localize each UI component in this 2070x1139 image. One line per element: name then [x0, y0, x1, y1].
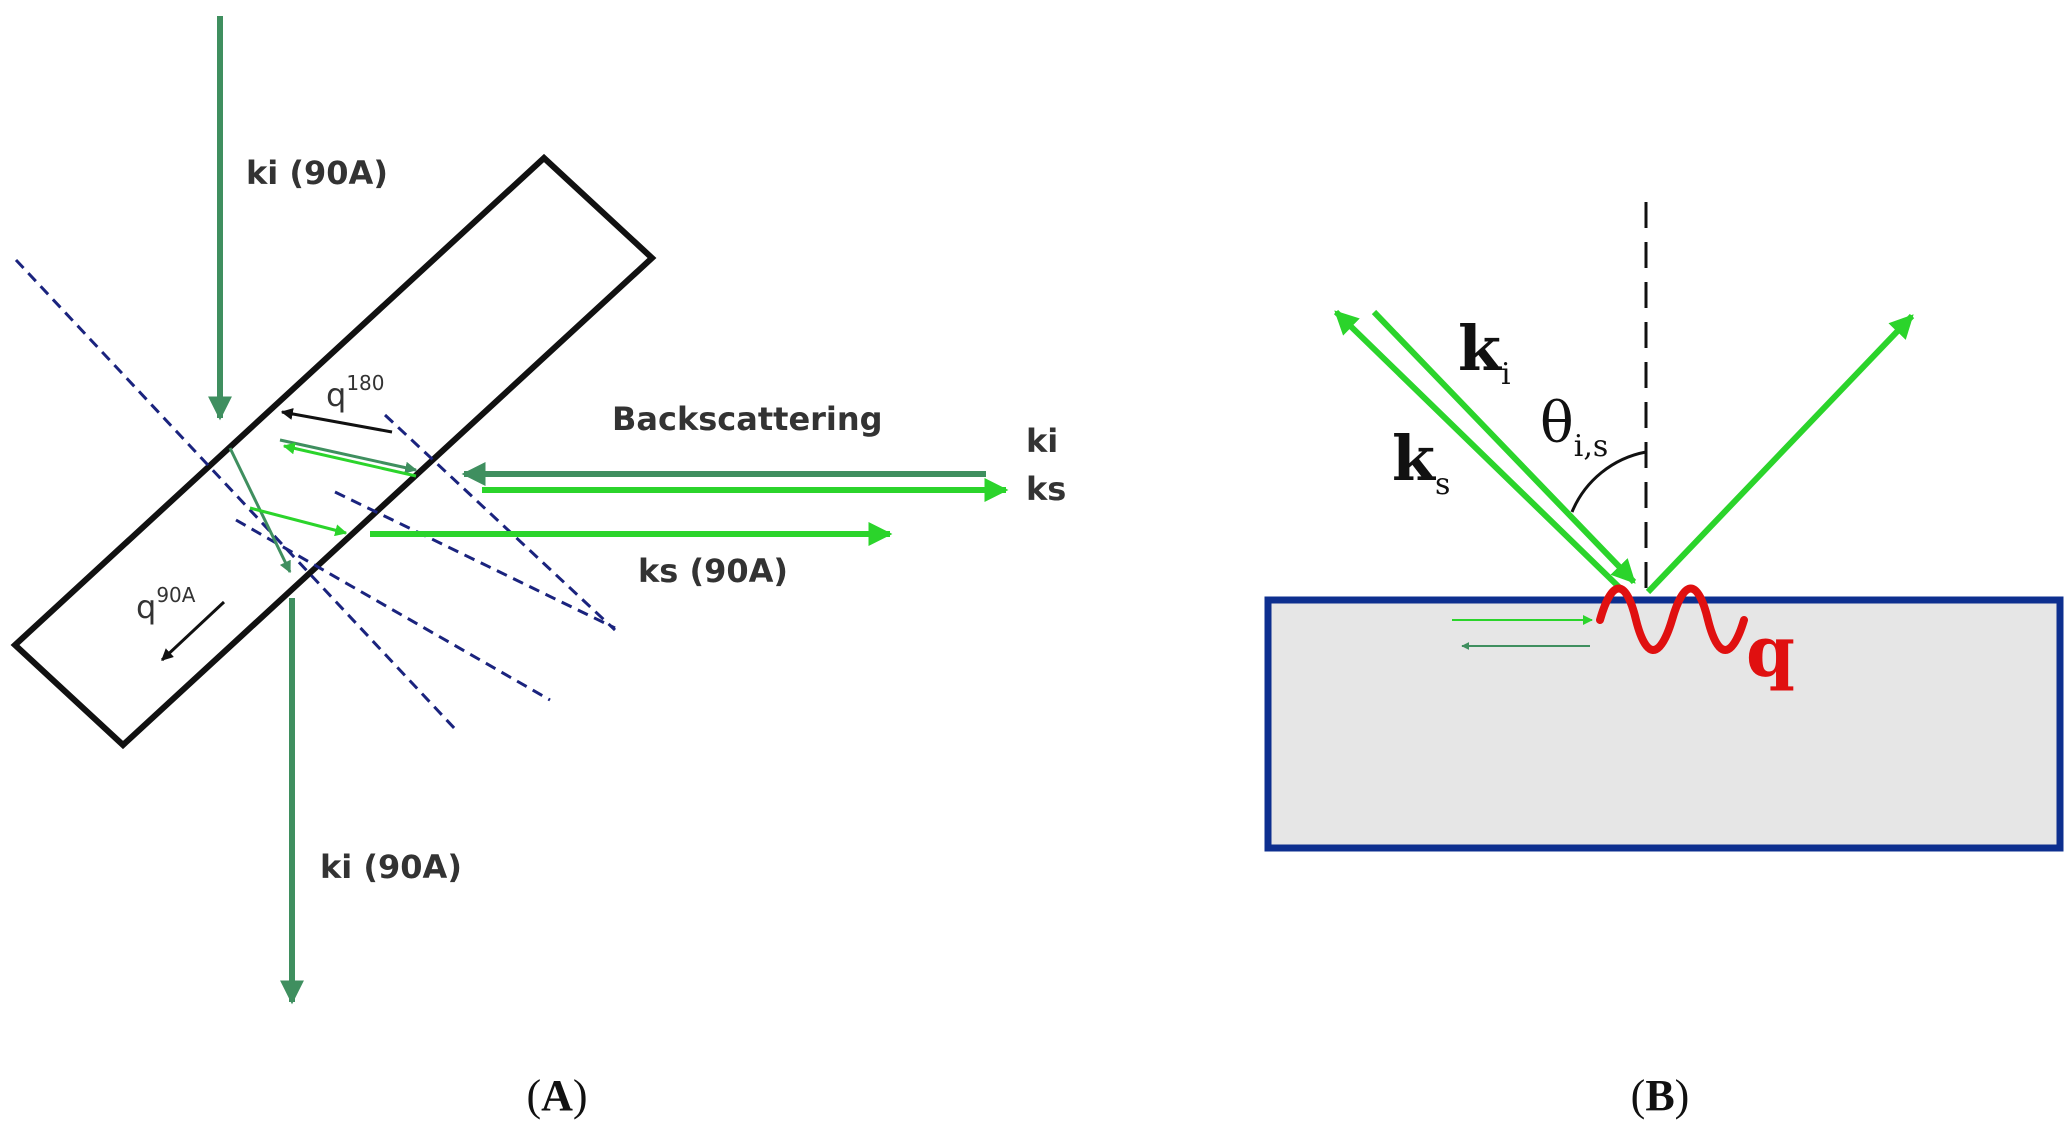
theta-angle-arc — [1570, 450, 1647, 513]
internal-ks-90a-arrow — [249, 506, 348, 537]
wavefront-line-3 — [334, 490, 616, 630]
ki-label-b: ki — [1458, 312, 1511, 392]
ki-label: ki — [1026, 422, 1058, 460]
phonon-wave — [1596, 584, 1748, 654]
ks-label: ks — [1026, 470, 1066, 508]
theta-label: θi,s — [1540, 391, 1608, 464]
wavefront-line-1 — [14, 258, 458, 732]
ki-90a-bottom-label: ki (90A) — [320, 848, 462, 886]
ki-90a-top-label: ki (90A) — [246, 154, 388, 192]
wavefront-line-4 — [383, 413, 617, 632]
sample-slab — [10, 153, 657, 750]
ki-incident-arrow — [1371, 309, 1637, 585]
ks-backscatter-arrow-b — [1333, 309, 1623, 591]
q-label-b: q — [1746, 610, 1795, 693]
panel-b-caption: (B) — [1631, 1071, 1690, 1120]
specular-reflection-arrow — [1645, 313, 1915, 595]
internal-ks-backscatter-arrow — [282, 442, 417, 478]
wavefront-line-2 — [235, 518, 551, 702]
internal-ki-backscatter-arrow — [279, 438, 418, 474]
wavefront-lines — [14, 258, 617, 732]
q180-arrow — [280, 408, 393, 434]
panel-a-caption: (A) — [526, 1071, 587, 1120]
backscattering-label: Backscattering — [612, 400, 883, 438]
panel-b: ki ks θi,s q (B) — [1264, 202, 2064, 1120]
ks-90a-label: ks (90A) — [638, 552, 788, 590]
panel-a: ki (90A) ki (90A) q180 q90A Backscatteri… — [10, 16, 1066, 1120]
q180-label: q180 — [326, 371, 385, 414]
q90a-arrow — [160, 600, 226, 662]
ks-label-b: ks — [1392, 422, 1450, 502]
q90a-label: q90A — [136, 583, 196, 626]
